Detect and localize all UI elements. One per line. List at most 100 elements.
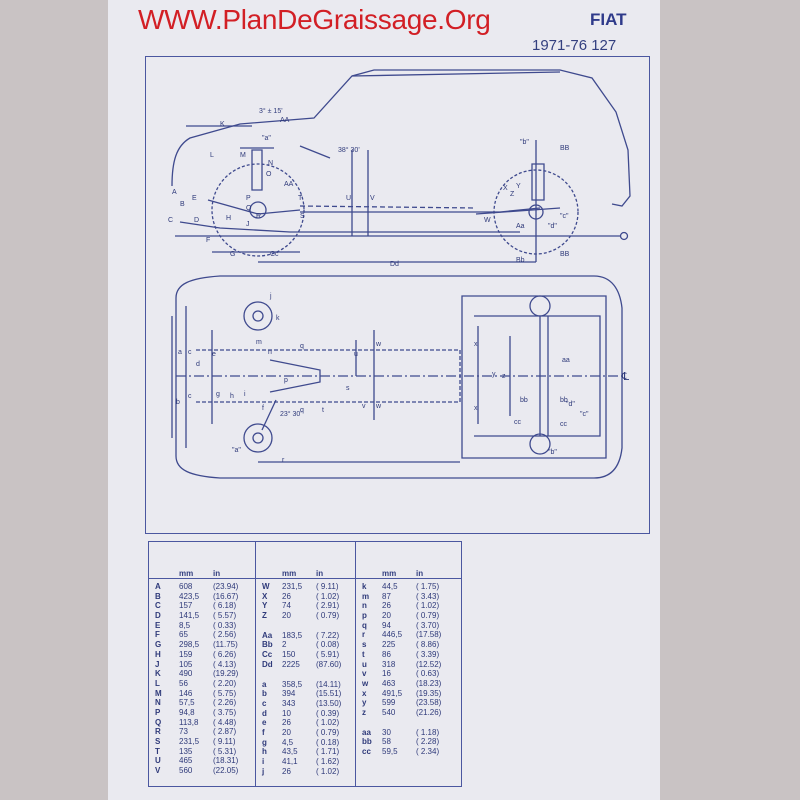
label-p: p (284, 377, 288, 384)
label-L: L (210, 152, 214, 159)
dimension-mm: 20 (382, 611, 391, 621)
model-subtitle: 1971-76 127 (532, 37, 617, 54)
dimension-mm: 2 (282, 640, 287, 650)
plan-rear-wheel-top (529, 295, 551, 317)
label-angle-steer: 38° 30' (338, 146, 360, 154)
plan-body-outline (175, 275, 623, 479)
dimension-letter: J (155, 659, 160, 669)
dimension-mm: 446,5 (382, 630, 403, 640)
dimension-in: (22.05) (213, 766, 239, 776)
dimension-mm: 16 (382, 669, 391, 679)
dimension-mm: 318 (382, 659, 396, 669)
dimension-in: ( 6.18) (213, 601, 237, 611)
rear-axle-beam (474, 315, 601, 437)
dimension-mm: 56 (179, 678, 188, 688)
label-m: m (256, 339, 262, 346)
dimension-mm: 159 (179, 649, 193, 659)
dimension-mm: 225 (382, 640, 396, 650)
dimension-mm: 141,5 (179, 611, 200, 621)
label-v: v (362, 403, 366, 410)
plan-rear-wheel-bottom (529, 433, 551, 455)
dimension-in: (18.23) (416, 678, 442, 688)
dimension-in: ( 0.79) (316, 727, 340, 737)
dimension-in: (16.67) (213, 591, 239, 601)
plan-view (171, 275, 623, 479)
front-wheel-hub (249, 201, 267, 219)
dimension-in: (19.29) (213, 669, 239, 679)
label-q-top: q (300, 343, 304, 350)
dimension-letter: E (155, 620, 161, 630)
dimension-in: ( 2.28) (416, 737, 440, 747)
dimension-mm: 2225 (282, 659, 300, 669)
dimension-in: ( 2.26) (213, 698, 237, 708)
dimension-letter: c (262, 698, 267, 708)
dimension-mm: 26 (282, 591, 291, 601)
dimension-in: ( 5.75) (213, 688, 237, 698)
dimension-letter: Cc (262, 650, 273, 660)
dimension-letter: Bb (262, 640, 273, 650)
dimension-letter: p (362, 611, 367, 621)
dimension-mm: 58 (382, 737, 391, 747)
dimension-in: ( 8.86) (416, 640, 440, 650)
label-a-ref-plan: "a" (232, 447, 241, 454)
dimension-in: (23.58) (416, 698, 442, 708)
dimension-in: (18.31) (213, 756, 239, 766)
dimension-mm: 30 (382, 727, 391, 737)
side-frame-rail (299, 205, 477, 209)
label-W: W (484, 217, 491, 224)
label-f: f (262, 405, 264, 412)
dimension-mm: 298,5 (179, 640, 200, 650)
dimension-in: ( 1.75) (416, 582, 440, 591)
label-N: N (268, 160, 273, 167)
dimension-mm: 231,5 (179, 737, 200, 746)
plan-arm-bottom (261, 399, 277, 431)
label-b-ref-plan: "b" (548, 449, 557, 456)
dimension-letter: V (155, 766, 161, 776)
label-H: H (226, 215, 231, 222)
table-header-divider (356, 578, 461, 580)
label-a-ref-side: "a" (262, 135, 271, 142)
label-BB-bottom: BB (560, 251, 570, 258)
label-y: y (492, 371, 496, 378)
label-X: X (503, 185, 508, 192)
table-header-divider (256, 578, 355, 580)
label-angle-plan: 23° 30' (280, 410, 302, 418)
dimension-mm: 26 (382, 601, 391, 611)
front-crossmember (196, 349, 461, 403)
label-c-ref-plan: "c" (580, 411, 589, 418)
dimension-mm: 491,5 (382, 688, 403, 698)
label-Bb: Bb (516, 257, 525, 264)
label-c-bottom: c (188, 393, 192, 400)
dimension-letter: A (155, 582, 161, 591)
dimension-letter: bb (362, 737, 372, 747)
dimension-mm: 43,5 (282, 747, 298, 757)
label-d: d (196, 361, 200, 368)
dimension-letter: X (262, 591, 268, 601)
dimension-letter: y (362, 698, 367, 708)
table-unit-in: in (416, 569, 424, 578)
label-D: D (194, 217, 199, 224)
label-b: b (176, 399, 180, 406)
label-J: J (246, 221, 250, 228)
dimension-mm: 465 (179, 756, 193, 766)
ref-circle-right (619, 231, 629, 241)
dimension-letter: U (155, 756, 161, 766)
dimension-mm: 10 (282, 708, 291, 718)
label-cc-left: cc (514, 419, 522, 426)
dimension-letter: t (362, 649, 365, 659)
dimension-in: ( 3.43) (416, 591, 440, 601)
dimension-in: ( 7.22) (316, 630, 340, 640)
label-i: i (244, 391, 246, 398)
label-w-top: w (375, 341, 382, 348)
dimension-letter: aa (362, 727, 371, 737)
dimension-letter: d (262, 708, 267, 718)
dimension-mm: 105 (179, 659, 193, 669)
label-e: e (212, 351, 216, 358)
dimension-mm: 343 (282, 698, 296, 708)
label-S: S (300, 213, 305, 220)
dimension-mm: 135 (179, 746, 193, 756)
dimension-letter: z (362, 707, 366, 717)
dimension-mm: 65 (179, 630, 188, 640)
label-d-ref-side: "d" (548, 223, 557, 230)
dimension-letter: k (362, 582, 367, 591)
